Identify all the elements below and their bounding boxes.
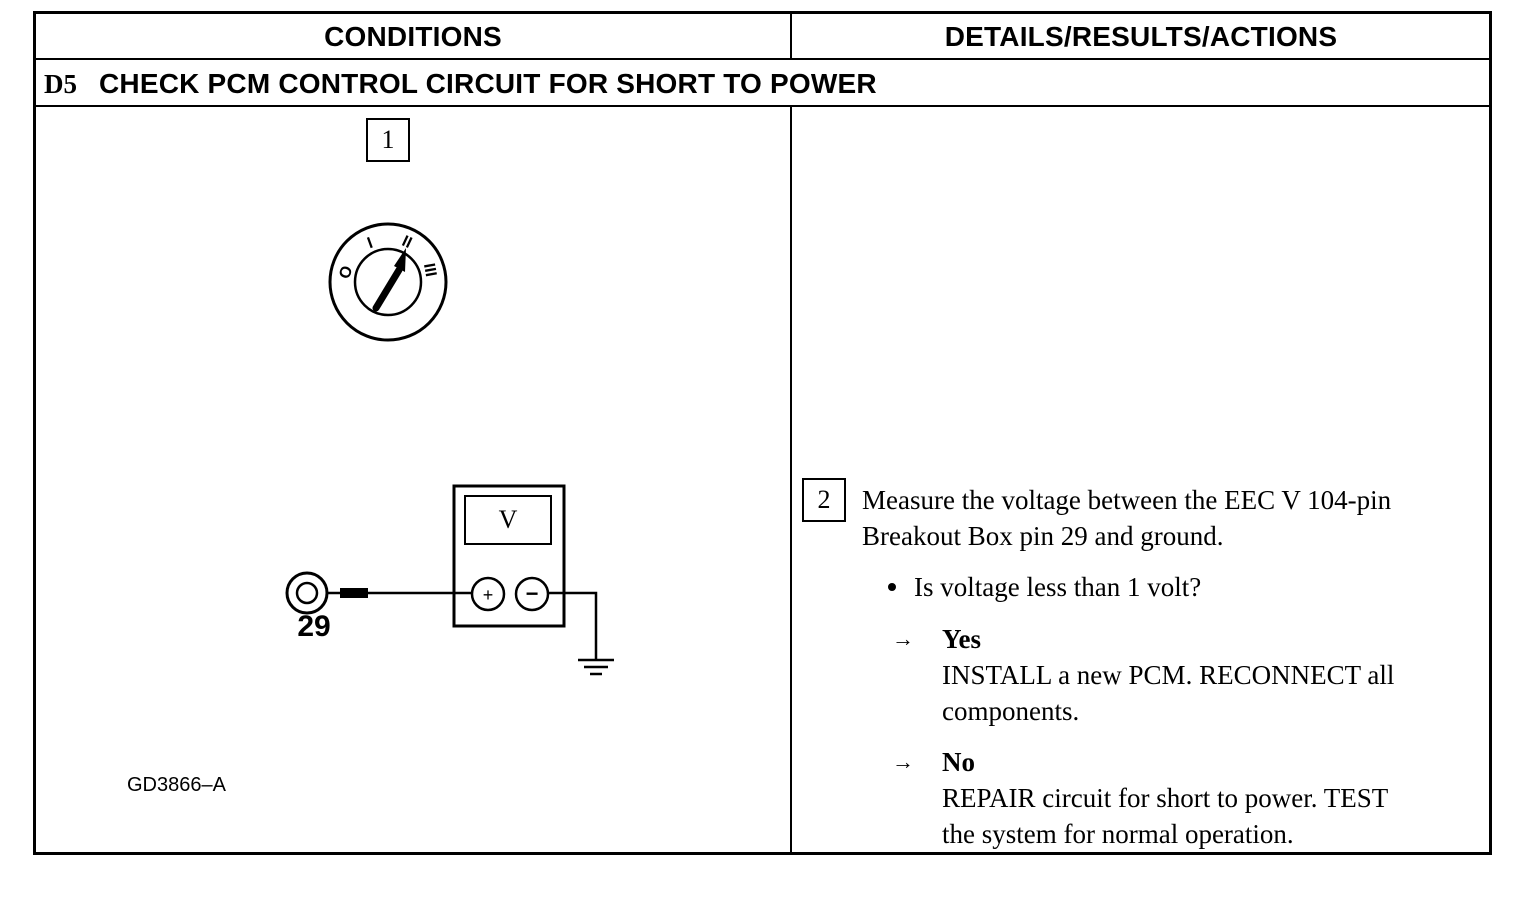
step-number: D5 [44, 68, 77, 99]
question-text: Is voltage less than 1 volt? [914, 572, 1202, 602]
answer-yes-text: INSTALL a new PCM. RECONNECT all compone… [942, 657, 1502, 729]
answer-no-line-1: REPAIR circuit for short to power. TEST [942, 783, 1389, 813]
instruction-line-2: Breakout Box pin 29 and ground. [862, 521, 1224, 551]
answer-no-text: REPAIR circuit for short to power. TEST … [942, 780, 1502, 852]
header-column-divider [790, 14, 792, 58]
arrow-right-icon: → [892, 749, 914, 774]
ignition-pos-2: II [399, 233, 414, 252]
ignition-switch-icon [328, 222, 448, 342]
pin-connector-icon [285, 571, 329, 615]
ground-lead [548, 591, 598, 660]
diagnostic-table: CONDITIONS DETAILS/RESULTS/ACTIONS D5 CH… [33, 11, 1492, 855]
step-title: CHECK PCM CONTROL CIRCUIT FOR SHORT TO P… [99, 68, 877, 99]
body-column-divider [790, 107, 792, 852]
voltmeter-minus: − [526, 581, 539, 606]
substep-1-box: 1 [366, 118, 410, 162]
ground-symbol-icon [578, 658, 614, 676]
voltmeter-label: V [499, 505, 518, 534]
answer-yes-line-2: components. [942, 696, 1080, 726]
figure-id: GD3866–A [127, 774, 226, 796]
answer-no-line-2: the system for normal operation. [942, 819, 1294, 849]
arrow-right-icon: → [892, 626, 914, 651]
substep-2-box: 2 [802, 478, 846, 522]
instruction-line-1: Measure the voltage between the EEC V 10… [862, 485, 1392, 515]
answer-yes-line-1: INSTALL a new PCM. RECONNECT all [942, 660, 1395, 690]
test-lead-positive [327, 588, 472, 598]
step-title-row: D5 CHECK PCM CONTROL CIRCUIT FOR SHORT T… [44, 62, 877, 106]
header-divider [36, 58, 1489, 60]
conditions-header: CONDITIONS [324, 21, 502, 52]
bullet-icon [888, 582, 896, 591]
ignition-pos-1: I [365, 235, 375, 252]
answer-yes-label: Yes [942, 624, 981, 654]
title-divider [36, 105, 1489, 107]
pin-number-label: 29 [297, 610, 330, 643]
question-item: Is voltage less than 1 volt? [888, 569, 1201, 605]
ignition-pos-3: III [420, 262, 439, 278]
voltmeter-plus: + [483, 585, 494, 605]
answer-no-label: No [942, 747, 975, 777]
details-header: DETAILS/RESULTS/ACTIONS [944, 21, 1338, 52]
ignition-pos-off: O [336, 264, 356, 282]
